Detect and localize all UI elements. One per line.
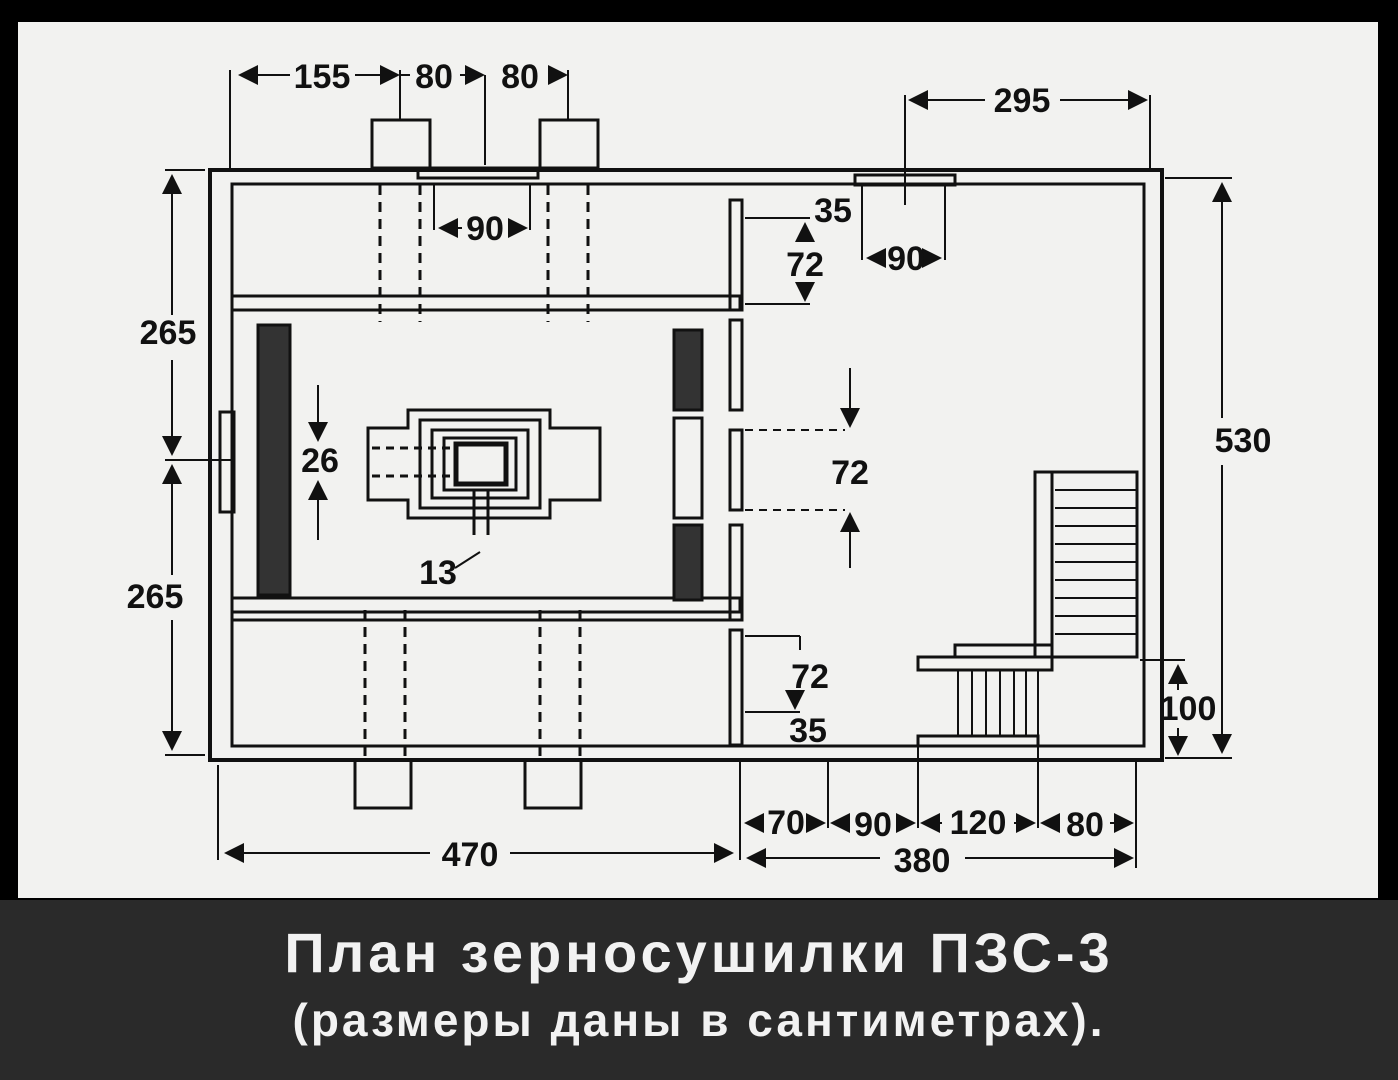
floor-plan-drawing: 155 80 80 295 90 90 35 72 72 72 35 265 2… [127,58,1272,880]
dim-26: 26 [301,442,339,480]
dim-80-a: 80 [415,58,453,96]
caption-subtitle: (размеры даны в сантиметрах). [292,994,1106,1046]
vertical-partition-top [728,198,744,312]
lower-partition [230,596,742,614]
grain-column-left [256,323,292,597]
dim-80-b: 80 [501,58,539,96]
staircase [1033,470,1139,659]
stair-treads [1055,489,1137,635]
dim-380: 380 [894,842,951,880]
caption-bar: План зерносушилки ПЗС-3 (размеры даны в … [0,900,1398,1080]
dim-90-inner-right: 90 [887,240,925,278]
furnace-ring-1 [418,418,542,510]
dim-100: 100 [1160,690,1217,728]
upper-partition [230,294,742,312]
dim-90-bottom: 90 [854,806,892,844]
outer-wall [208,168,1164,762]
vertical-partition-mid [728,318,744,412]
dim-70: 70 [767,804,805,842]
dim-13: 13 [419,554,457,592]
dim-265-top: 265 [140,314,197,352]
vertical-partition-mid2 [728,428,744,512]
dim-35-top: 35 [814,192,852,230]
dim-265-bottom: 265 [127,578,184,616]
chimney-bottom-left [353,758,413,810]
dim-35-bottom: 35 [789,712,827,750]
furnace-core [453,441,509,487]
dim-295: 295 [994,82,1051,120]
grain-column-right-top [672,328,704,412]
flue-channels-bottom [363,610,582,760]
dim-90-inner-left: 90 [466,210,504,248]
furnace-body [366,408,602,520]
grain-column-right-bottom [672,523,704,602]
dim-155: 155 [294,58,351,96]
inner-wall-line [230,182,1146,748]
chimney-bottom-right [523,758,583,810]
furnace-ring-2 [430,428,530,500]
dim-530: 530 [1215,422,1272,460]
bottom-step [916,734,1040,748]
vertical-partition-bottom [728,628,744,747]
caption-title: План зерносушилки ПЗС-3 [284,921,1114,984]
window-top-left [416,166,540,180]
dim-80-bottom: 80 [1066,806,1104,844]
dim-72-top: 72 [786,246,824,284]
lower-steps [957,669,1039,737]
dim-470: 470 [442,836,499,874]
vertical-partition-low [728,523,744,622]
dimension-lines [162,65,1232,868]
furnace-ring-3 [442,436,518,492]
flue-channels-top [378,185,590,322]
chimney-top-left [370,118,432,170]
landing-top [953,643,1054,659]
dim-120: 120 [950,804,1007,842]
dimension-labels: 155 80 80 295 90 90 35 72 72 72 35 265 2… [127,58,1272,880]
landing [916,655,1054,672]
side-door-left [218,410,236,514]
dim-72-bottom: 72 [791,658,829,696]
chimney-top-right [538,118,600,170]
grain-column-right-gap [672,416,704,520]
dim-72-mid: 72 [831,454,869,492]
